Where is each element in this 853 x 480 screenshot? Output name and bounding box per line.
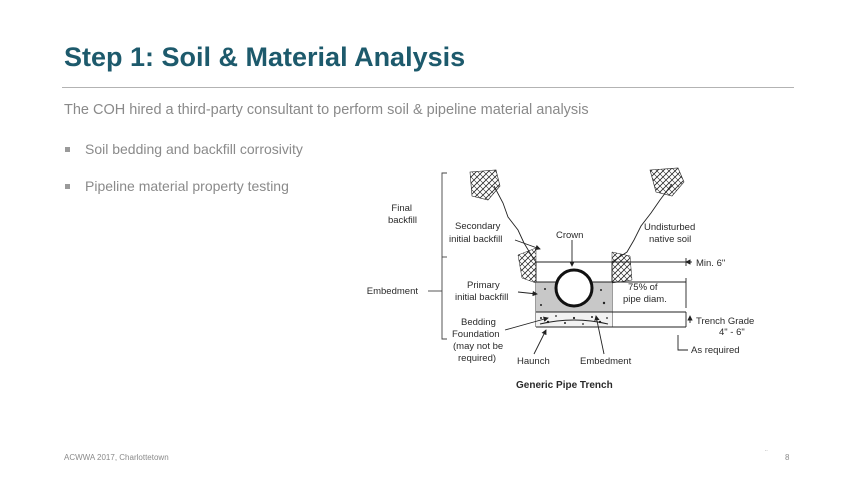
label-bedding-2: Foundation [452,329,500,340]
bullet-text: Soil bedding and backfill corrosivity [85,141,303,157]
bullet-item: Pipeline material property testing [64,178,303,215]
label-undisturbed-1: Undisturbed [644,222,695,233]
footer-source: ACWWA 2017, Charlottetown [64,453,169,462]
bedding-zone [536,312,612,327]
bullet-square-icon [65,147,70,152]
label-bedding-4: required) [458,353,496,364]
label-final-backfill-1: Final [391,203,412,214]
dimension-markers [677,258,693,351]
bullet-square-icon [65,184,70,189]
label-secondary-2: initial backfill [449,234,502,245]
label-pipe-diam-2: pipe diam. [623,294,667,305]
label-embedment-bottom: Embedment [580,356,632,367]
label-min-6: Min. 6" [696,258,725,269]
slide-title: Step 1: Soil & Material Analysis [64,42,466,72]
label-trench-grade-1: Trench Grade [696,316,754,327]
hatch-right-wall [611,251,633,284]
left-bracket [428,172,447,340]
hatch-left-wall [517,247,537,284]
label-final-backfill-2: backfill [388,215,417,226]
leader-arrows [504,239,605,355]
label-primary-2: initial backfill [455,292,508,303]
footer-mark: ¨ [765,449,768,458]
pipe [554,268,594,308]
label-pipe-diam-1: 75% of [628,282,658,293]
diagram-caption: Generic Pipe Trench [516,380,613,391]
bullet-text: Pipeline material property testing [85,178,289,194]
label-undisturbed-2: native soil [649,234,691,245]
native-soil-right [649,167,685,197]
slide-subtitle: The COH hired a third-party consultant t… [64,102,589,118]
label-bedding-3: (may not be [453,341,503,352]
label-trench-grade-2: 4" - 6" [719,327,745,338]
title-divider [62,87,794,88]
label-as-required: As required [691,345,740,356]
label-primary-1: Primary [467,280,500,291]
bullet-item: Soil bedding and backfill corrosivity [64,141,303,178]
bullet-list: Soil bedding and backfill corrosivity Pi… [64,141,303,215]
native-soil-left [469,169,501,201]
label-embedment-left: Embedment [367,286,419,297]
label-secondary-1: Secondary [455,221,501,232]
label-haunch: Haunch [517,356,550,367]
page-number: 8 [785,453,790,462]
label-crown: Crown [556,230,583,241]
label-bedding-1: Bedding [461,317,496,328]
